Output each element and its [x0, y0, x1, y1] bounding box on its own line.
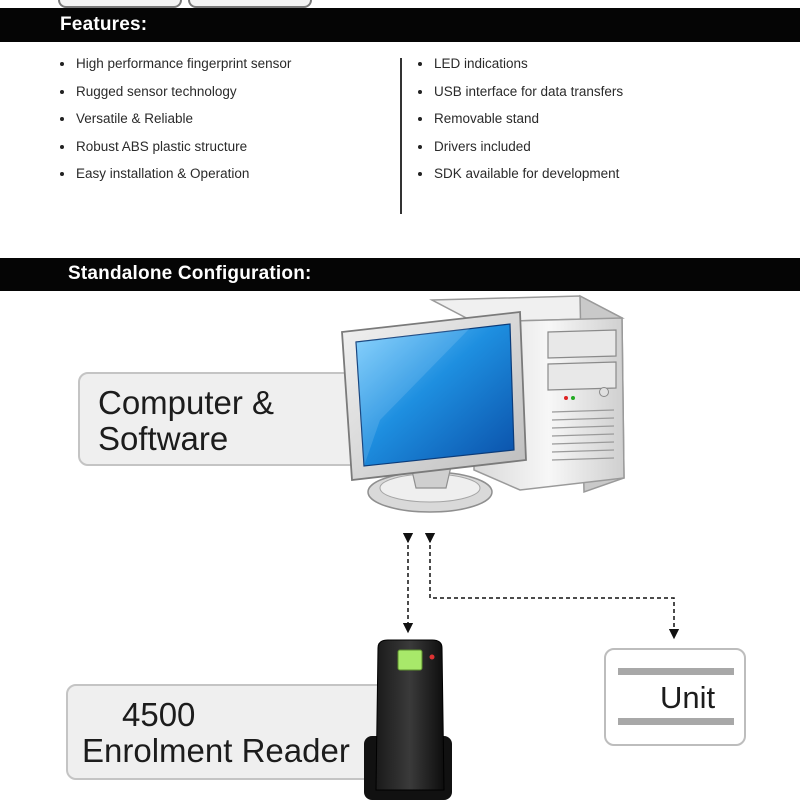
reader-label-line-2: Enrolment Reader: [82, 732, 350, 769]
feature-item: USB interface for data transfers: [418, 84, 623, 112]
feature-item: High performance fingerprint sensor: [60, 56, 291, 84]
computer-monitor: [341, 310, 527, 513]
features-header-bar: Features:: [0, 8, 800, 42]
column-divider: [400, 58, 402, 214]
features-list-right: LED indications USB interface for data t…: [418, 56, 623, 194]
feature-item: Drivers included: [418, 139, 623, 167]
reader-label-line-1: 4500: [122, 696, 196, 733]
features-heading: Features:: [60, 14, 148, 35]
computer-software-label-box: Computer & Software: [78, 372, 382, 466]
computer-label-line-1: Computer &: [98, 384, 275, 421]
unit-box: Unit: [604, 648, 746, 746]
unit-bottom-stripe: [618, 718, 734, 725]
computer-label-line-2: Software: [98, 420, 229, 457]
fingerprint-reader: [364, 639, 452, 800]
feature-item: Rugged sensor technology: [60, 84, 291, 112]
configuration-header-bar: Standalone Configuration:: [0, 258, 800, 291]
unit-label: Unit: [660, 680, 716, 715]
feature-item: SDK available for development: [418, 166, 623, 194]
unit-top-stripe: [618, 668, 734, 675]
features-list-left: High performance fingerprint sensor Rugg…: [60, 56, 291, 194]
feature-item: LED indications: [418, 56, 623, 84]
feature-item: Easy installation & Operation: [60, 166, 291, 194]
feature-item: Removable stand: [418, 111, 623, 139]
feature-item: Robust ABS plastic structure: [60, 139, 291, 167]
configuration-heading: Standalone Configuration:: [68, 263, 312, 284]
connector-lines: [402, 532, 680, 640]
reader-label-box: 4500 Enrolment Reader: [66, 684, 388, 780]
feature-item: Versatile & Reliable: [60, 111, 291, 139]
